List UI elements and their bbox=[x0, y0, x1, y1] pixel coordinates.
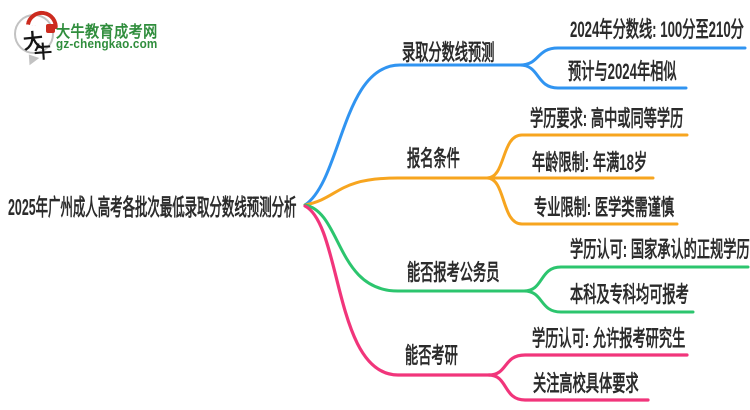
leaf-major-limit: 专业限制: 医学类需谨慎 bbox=[534, 197, 750, 219]
branch4-main-line bbox=[303, 204, 491, 377]
leaf-similar-to-2024-label: 预计与2024年相似 bbox=[568, 59, 677, 84]
branch1-child2-line bbox=[518, 63, 688, 90]
leaf-education-requirement: 学历要求: 高中或同等学历 bbox=[530, 108, 750, 130]
branch-civil-servant: 能否报考公务员 bbox=[407, 262, 561, 284]
root-topic: 2025年广州成人高考各批次最低录取分数线预测分析 bbox=[8, 196, 542, 219]
branch-application-conditions-label: 报名条件 bbox=[407, 146, 460, 171]
leaf-bachelor-and-college-label: 本科及专科均可报考 bbox=[570, 282, 689, 307]
branch-postgraduate: 能否考研 bbox=[405, 345, 493, 367]
leaf-2024-score-range: 2024年分数线: 100分至210分 bbox=[570, 19, 750, 41]
branch4-child2-line bbox=[487, 373, 650, 402]
branch2-child3-line bbox=[485, 176, 679, 226]
branch3-main-line bbox=[303, 203, 526, 293]
branch-postgraduate-label: 能否考研 bbox=[405, 343, 458, 368]
leaf-2024-score-range-label: 2024年分数线: 100分至210分 bbox=[570, 17, 744, 42]
leaf-check-university-requirements: 关注高校具体要求 bbox=[533, 373, 709, 395]
leaf-age-limit-label: 年龄限制: 年满18岁 bbox=[532, 150, 648, 175]
branch-score-prediction: 录取分数线预测 bbox=[402, 42, 556, 64]
branch1-main-line bbox=[303, 63, 522, 207]
site-logo: 大 牛 大牛教育成考网 gz-chengkao.com bbox=[13, 8, 213, 68]
branch-lines-application-conditions bbox=[303, 133, 689, 226]
leaf-check-university-requirements-label: 关注高校具体要求 bbox=[533, 371, 639, 396]
root-topic-label: 2025年广州成人高考各批次最低录取分数线预测分析 bbox=[8, 194, 297, 220]
leaf-postgrad-allowed-label: 学历认可: 允许报考研究生 bbox=[532, 326, 686, 351]
leaf-similar-to-2024: 预计与2024年相似 bbox=[568, 61, 749, 83]
leaf-state-recognized: 学历认可: 国家承认的正规学历 bbox=[570, 239, 750, 261]
logo-red-seal-icon bbox=[46, 24, 55, 33]
brand-domain: gz-chengkao.com bbox=[56, 36, 158, 51]
leaf-education-requirement-label: 学历要求: 高中或同等学历 bbox=[530, 106, 684, 131]
leaf-postgrad-allowed: 学历认可: 允许报考研究生 bbox=[532, 328, 750, 350]
branch3-child2-line bbox=[522, 289, 695, 314]
branch-application-conditions: 报名条件 bbox=[407, 148, 495, 170]
branch2-child1-line bbox=[485, 133, 689, 180]
branch-lines-postgraduate bbox=[303, 204, 689, 402]
logo-speech-bubble-icon: 大 牛 bbox=[14, 8, 61, 63]
branch-civil-servant-label: 能否报考公务员 bbox=[407, 260, 500, 285]
leaf-state-recognized-label: 学历认可: 国家承认的正规学历 bbox=[570, 237, 750, 262]
branch-lines-score-prediction bbox=[303, 46, 747, 207]
leaf-age-limit: 年龄限制: 年满18岁 bbox=[532, 152, 724, 174]
branch2-main-line bbox=[303, 176, 489, 207]
branch-score-prediction-label: 录取分数线预测 bbox=[402, 40, 495, 65]
brand-name: 大牛教育成考网 bbox=[56, 24, 158, 41]
branch3-child1-line bbox=[522, 265, 750, 293]
leaf-bachelor-and-college: 本科及专科均可报考 bbox=[570, 284, 750, 306]
branch-lines-civil-servant bbox=[303, 203, 750, 314]
leaf-major-limit-label: 专业限制: 医学类需谨慎 bbox=[534, 195, 675, 220]
